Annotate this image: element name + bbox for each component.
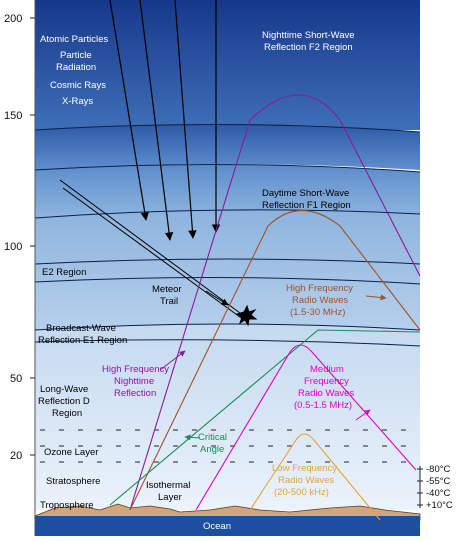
mf-wave xyxy=(195,344,417,511)
altitude-axis: 200 150 100 50 20 xyxy=(4,0,36,536)
mf-label-arrow xyxy=(355,409,371,421)
particle-label: Particle xyxy=(60,50,92,61)
e2-lower-boundary xyxy=(34,276,421,285)
labels: Atomic Particles Particle Radiation Cosm… xyxy=(38,30,355,511)
meteor-label-arrow xyxy=(205,290,229,306)
f2-label-line2: Reflection F2 Region xyxy=(264,42,353,53)
mf-label-line2: Frequency xyxy=(304,376,349,387)
lf-label-line2: Radio Waves xyxy=(278,475,334,486)
hf-day-label-line1: High Frequency xyxy=(286,283,353,294)
mf-label-line4: (0.5-1.5 MHz) xyxy=(294,400,352,411)
layer-lines xyxy=(34,123,421,347)
radiation-arrow-1 xyxy=(109,0,149,221)
lower-band xyxy=(35,324,420,510)
d-label-line3: Region xyxy=(52,408,82,419)
tick-label-100: 100 xyxy=(4,241,22,253)
hf-day-label-line3: (1.5-30 MHz) xyxy=(290,307,345,318)
e1-lower-boundary xyxy=(34,339,421,347)
temp-label-4: +10°C xyxy=(426,500,453,511)
f1-label-line2: Reflection F1 Region xyxy=(262,200,351,211)
e1-label-line2: Reflection E1 Region xyxy=(38,335,127,346)
meteor-trail xyxy=(59,179,258,327)
f2-upper-boundary xyxy=(34,123,421,133)
lf-label-line1: Low Frequency xyxy=(272,463,337,474)
temp-label-1: -80°C xyxy=(426,464,451,475)
mf-label-line1: Medium xyxy=(310,364,344,375)
upper-sky-band xyxy=(35,0,420,130)
meteor-line-2 xyxy=(62,187,245,321)
lf-wave xyxy=(249,433,381,521)
f1-band xyxy=(35,164,420,218)
tick-label-20: 20 xyxy=(10,450,22,462)
hf-night-label-line1: High Frequency xyxy=(102,364,169,375)
isothermal-label-line2: Layer xyxy=(158,492,182,503)
critical-wave xyxy=(109,329,421,506)
hf-day-label-arrow xyxy=(365,294,387,301)
f2-lower-boundary xyxy=(34,163,421,173)
critical-label-arrow xyxy=(184,434,201,441)
mf-label-line3: Radio Waves xyxy=(298,388,354,399)
hf-day-wave xyxy=(129,209,421,511)
tick-label-200: 200 xyxy=(4,13,22,25)
atomic-particles-label: Atomic Particles xyxy=(40,34,108,45)
tick-label-150: 150 xyxy=(4,110,22,122)
tick-label-50: 50 xyxy=(10,373,22,385)
hf-night-label-line3: Reflection xyxy=(114,388,156,399)
d-label-line2: Reflection D xyxy=(38,396,90,407)
hf-day-label-line2: Radio Waves xyxy=(292,295,348,306)
temp-label-2: -55°C xyxy=(426,476,451,487)
e-band xyxy=(35,209,420,330)
meteor-star-icon xyxy=(235,304,258,327)
d-label-line1: Long-Wave xyxy=(40,384,88,395)
troposphere-label: Troposphere xyxy=(40,500,94,511)
e1-upper-boundary xyxy=(34,323,421,331)
ocean-label: Ocean xyxy=(203,521,231,532)
radiation-label: Radiation xyxy=(56,62,96,73)
e2-label: E2 Region xyxy=(42,267,86,278)
hf-night-label-line2: Nighttime xyxy=(114,376,154,387)
f1-label-line1: Daytime Short-Wave xyxy=(262,188,349,199)
radio-waves xyxy=(109,94,421,521)
ozone-label: Ozone Layer xyxy=(44,447,98,458)
radiation-arrows xyxy=(109,0,221,241)
meteor-line-1 xyxy=(59,179,245,317)
lf-label-line3: (20-500 kHz) xyxy=(274,487,329,498)
x-rays-label: X-Rays xyxy=(62,96,93,107)
meteor-label-line2: Trail xyxy=(160,296,178,307)
stratosphere-label: Stratosphere xyxy=(46,476,100,487)
f1-lower-boundary xyxy=(34,209,421,219)
temperature-scale: -80°C -55°C -40°C +10°C xyxy=(417,464,453,511)
isothermal-label-line1: Isothermal xyxy=(146,480,190,491)
critical-label-line1: Critical xyxy=(198,432,227,443)
meteor-label-line1: Meteor xyxy=(152,284,182,295)
radiation-arrow-3 xyxy=(174,0,197,239)
hf-night-label-arrow xyxy=(159,350,186,371)
hf-night-wave xyxy=(129,94,421,511)
f2-band xyxy=(35,124,420,170)
temp-label-3: -40°C xyxy=(426,488,451,499)
critical-label-line2: Angle xyxy=(200,444,224,455)
cosmic-rays-label: Cosmic Rays xyxy=(50,80,106,91)
ocean-area xyxy=(35,516,420,536)
e1-label-line1: Broadcast-Wave xyxy=(46,323,116,334)
e2-upper-boundary xyxy=(34,258,421,265)
sky-bands xyxy=(35,0,420,510)
radiation-arrow-2 xyxy=(139,0,174,241)
f2-label-line1: Nighttime Short-Wave xyxy=(262,30,355,41)
